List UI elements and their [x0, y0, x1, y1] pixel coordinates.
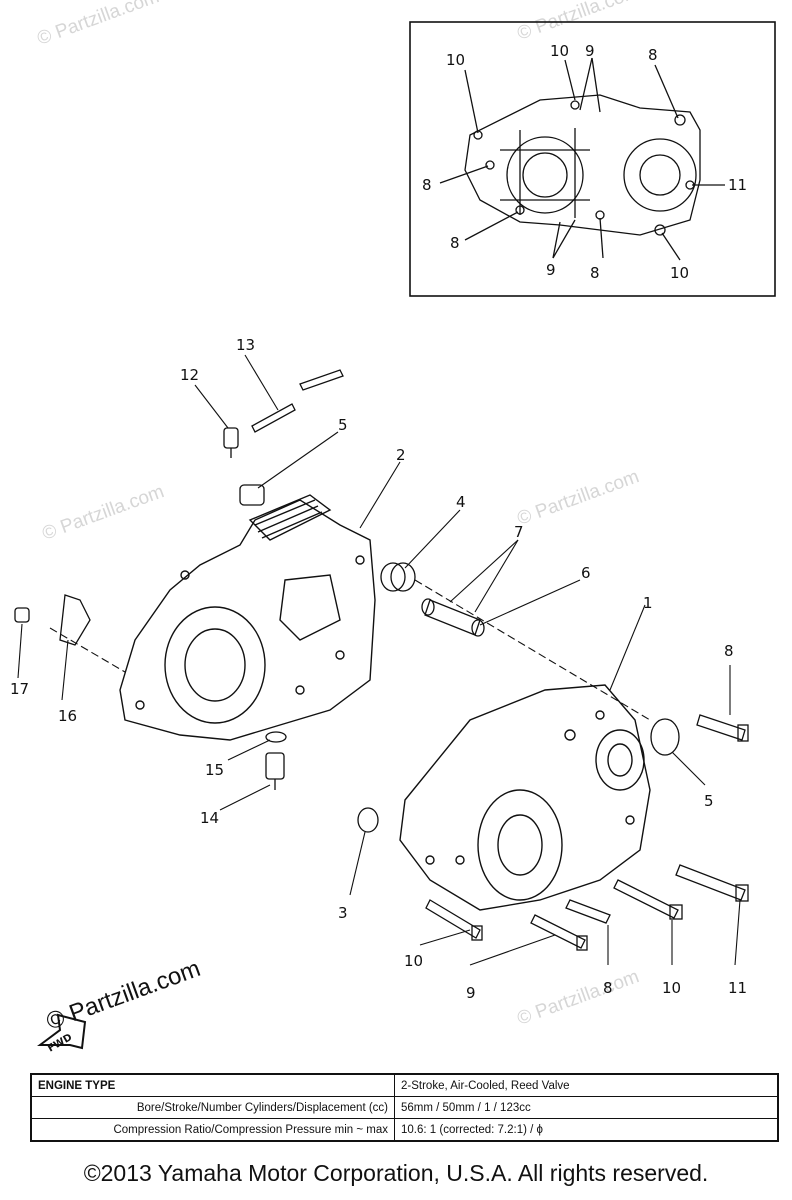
crankcase-left: [119, 494, 376, 741]
callout-11: 11: [728, 979, 747, 997]
table-row: Compression Ratio/Compression Pressure m…: [30, 1118, 779, 1142]
main-callouts: 13 12 5 2 4 7 6 1 8 17 16 15 14 5 3 10 9…: [10, 336, 747, 1002]
callout-6: 6: [581, 564, 591, 582]
bore-stroke-value: 56mm / 50mm / 1 / 123cc: [394, 1096, 779, 1119]
callout-8: 9: [546, 261, 556, 279]
callout-4: 4: [456, 493, 466, 511]
callout-9: 8: [450, 234, 460, 252]
watermark: © Partzilla.com: [40, 481, 167, 545]
callout-9: 9: [466, 984, 476, 1002]
callout-10: 10: [550, 42, 569, 60]
bore-stroke-label: Bore/Stroke/Number Cylinders/Displacemen…: [30, 1096, 395, 1119]
callout-10: 10: [404, 952, 423, 970]
leader-lines: [17, 354, 741, 966]
callout-14: 14: [200, 809, 219, 827]
inset-callouts: 10 10 9 8 8 8 9 8 10 11: [422, 42, 747, 282]
callout-3: 3: [338, 904, 348, 922]
callout-11: 10: [670, 264, 689, 282]
watermark: © Partzilla.com: [35, 0, 162, 50]
callout-7: 7: [514, 523, 524, 541]
table-row: Bore/Stroke/Number Cylinders/Displacemen…: [30, 1096, 779, 1119]
callout-13: 13: [236, 336, 255, 354]
compression-label: Compression Ratio/Compression Pressure m…: [30, 1118, 395, 1142]
callout-5: 5: [338, 416, 348, 434]
callout-8: 11: [728, 176, 747, 194]
callout-10: 10: [662, 979, 681, 997]
callout-10: 8: [590, 264, 600, 282]
crankcase-exploded-diagram: © Partzilla.com © Partzilla.com © Partzi…: [10, 0, 776, 1055]
callout-17: 17: [10, 680, 29, 698]
watermark: © Partzilla.com: [515, 966, 642, 1030]
callout-8: 8: [724, 642, 734, 660]
crankcase-right: [399, 684, 651, 911]
callout-15: 15: [205, 761, 224, 779]
callout-12: 12: [180, 366, 199, 384]
engine-type-label: ENGINE TYPE: [30, 1073, 395, 1097]
callout-9: 9: [585, 42, 595, 60]
fwd-label: FWD: [46, 1032, 74, 1055]
engine-type-value: 2-Stroke, Air-Cooled, Reed Valve: [394, 1073, 779, 1097]
watermarks: © Partzilla.com © Partzilla.com © Partzi…: [35, 0, 642, 1036]
callout-5: 5: [704, 792, 714, 810]
callout-16: 16: [58, 707, 77, 725]
small-parts: [14, 369, 749, 1050]
watermark: © Partzilla.com: [43, 955, 204, 1036]
callout-8: 8: [422, 176, 432, 194]
inset-view: [409, 21, 776, 297]
compression-value: 10.6: 1 (corrected: 7.2:1) / ϕ: [394, 1118, 779, 1142]
copyright-notice: ©2013 Yamaha Motor Corporation, U.S.A. A…: [83, 1160, 709, 1186]
callout-1: 1: [643, 594, 653, 612]
callout-10: 10: [446, 51, 465, 69]
engine-spec-table: ENGINE TYPE 2-Stroke, Air-Cooled, Reed V…: [30, 1073, 779, 1142]
callout-8: 8: [648, 46, 658, 64]
watermark: © Partzilla.com: [515, 466, 642, 530]
callout-8: 8: [603, 979, 613, 997]
callout-2: 2: [396, 446, 406, 464]
table-row: ENGINE TYPE 2-Stroke, Air-Cooled, Reed V…: [30, 1073, 779, 1097]
